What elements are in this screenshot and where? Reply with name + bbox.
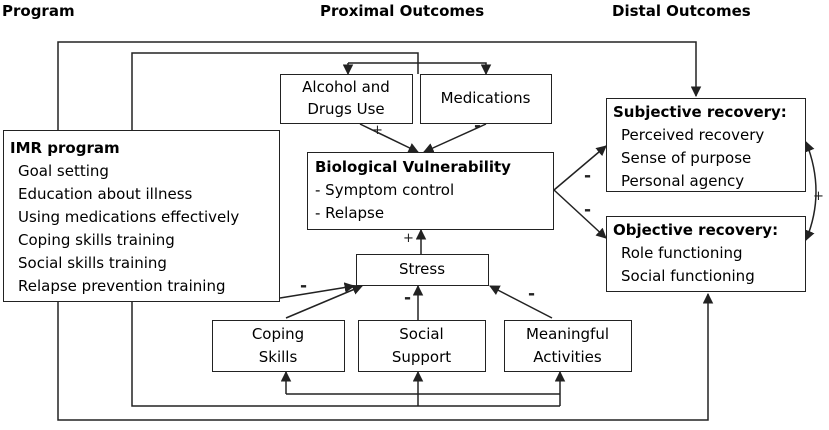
subjective-item: Personal agency — [621, 172, 745, 190]
alcohol-to-bio-arrow — [359, 123, 419, 153]
subjective-item: Perceived recovery — [621, 126, 765, 144]
bio-to-subjective-sign: - — [584, 166, 592, 186]
program-to-subjective-arrow — [57, 41, 702, 130]
meaningful-to-stress-sign: - — [528, 284, 536, 304]
meds-to-bio-arrow — [423, 123, 487, 153]
bio-to-objective-sign: - — [584, 200, 592, 220]
subjective-title: Subjective recovery: — [613, 103, 787, 121]
medications-label: Medications — [440, 89, 531, 107]
stress-to-bio-sign: + — [403, 231, 414, 246]
subjective-objective-arrow — [804, 141, 817, 241]
meaningful-activities-box: Meaningful Activities — [504, 320, 632, 372]
program-item: Relapse prevention training — [18, 277, 226, 295]
bio-to-objective-arrow — [553, 189, 607, 239]
social-support-box: Social Support — [358, 320, 486, 372]
meaningful-to-stress-arrow — [489, 285, 553, 319]
program-item: Coping skills training — [18, 231, 175, 249]
header-program: Program — [2, 2, 75, 20]
objective-title: Objective recovery: — [613, 221, 779, 239]
imr-program-title: IMR program — [10, 139, 120, 157]
objective-recovery-box: Objective recovery: Role functioning Soc… — [606, 216, 806, 292]
alcohol-line1: Alcohol and — [302, 78, 390, 96]
program-item: Goal setting — [18, 162, 109, 180]
bio-title: Biological Vulnerability — [315, 158, 511, 176]
stress-box: Stress — [356, 254, 489, 286]
program-item: Education about illness — [18, 185, 193, 203]
biological-vulnerability-box: Biological Vulnerability - Symptom contr… — [307, 152, 554, 230]
program-to-objective-arrow — [57, 292, 714, 421]
feed-to-medications-arrow — [348, 62, 492, 76]
bio-item: - Relapse — [315, 204, 385, 222]
coping-line1: Coping — [251, 325, 305, 343]
program-bottom-feed-line — [131, 302, 560, 407]
alcohol-to-bio-sign: + — [372, 123, 383, 138]
coping-line2: Skills — [258, 348, 298, 366]
subjective-objective-sign: + — [813, 189, 824, 204]
stress-label: Stress — [398, 260, 446, 278]
header-distal-outcomes: Distal Outcomes — [612, 2, 751, 20]
meaningful-line2: Activities — [533, 348, 602, 366]
alcohol-drugs-box: Alcohol and Drugs Use — [280, 74, 413, 124]
program-to-stress-arrow — [279, 282, 356, 299]
medications-box: Medications — [420, 74, 552, 124]
bio-item: - Symptom control — [315, 181, 455, 199]
subjective-recovery-box: Subjective recovery: Perceived recovery … — [606, 98, 806, 192]
program-to-stress-sign: - — [300, 276, 308, 296]
coping-skills-box: Coping Skills — [212, 320, 345, 372]
social-line2: Support — [391, 348, 452, 366]
program-item: Social skills training — [18, 254, 167, 272]
coping-to-stress-arrow — [285, 284, 363, 319]
social-to-stress-sign: - — [404, 288, 412, 308]
meds-to-bio-sign: - — [474, 116, 482, 136]
objective-item: Role functioning — [621, 244, 743, 262]
bio-to-subjective-arrow — [553, 145, 607, 191]
objective-item: Social functioning — [621, 267, 755, 285]
program-item: Using medications effectively — [18, 208, 240, 226]
subjective-item: Sense of purpose — [621, 149, 752, 167]
alcohol-line2: Drugs Use — [307, 100, 385, 118]
imr-program-box: IMR program Goal setting Education about… — [3, 130, 280, 302]
social-line1: Social — [399, 325, 444, 343]
meaningful-line1: Meaningful — [525, 325, 610, 343]
header-proximal-outcomes: Proximal Outcomes — [320, 2, 485, 20]
